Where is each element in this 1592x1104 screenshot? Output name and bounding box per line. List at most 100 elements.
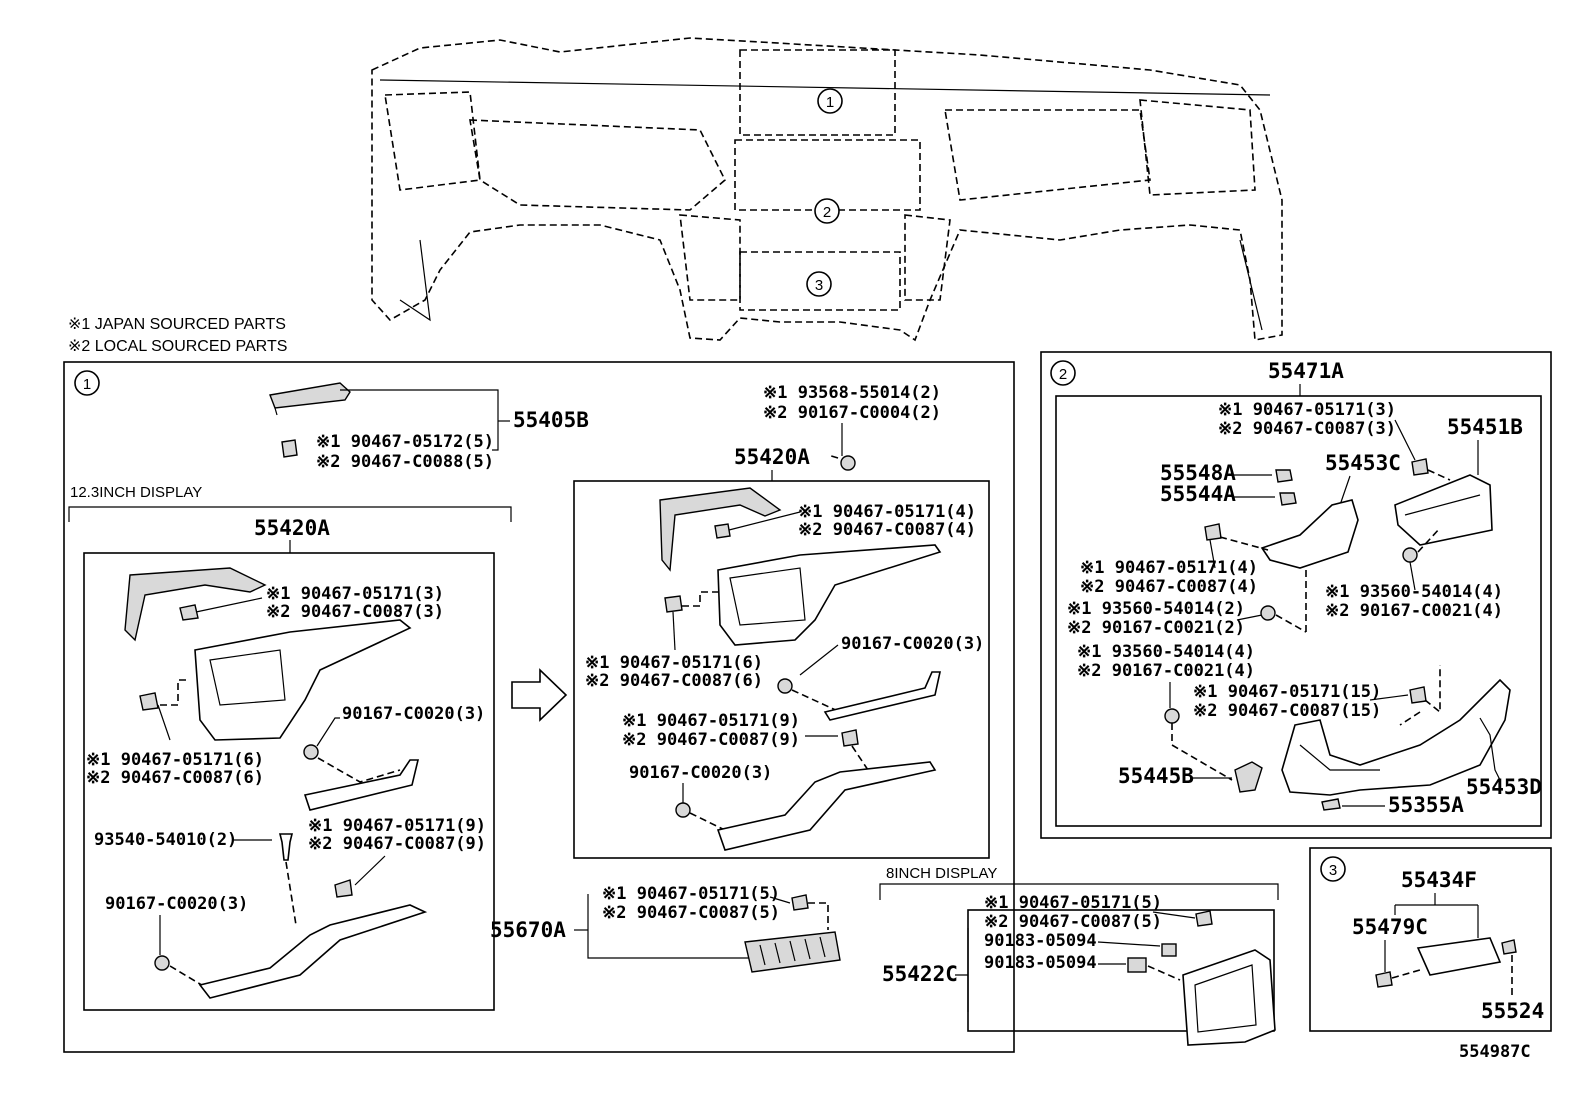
display8-nut-b: 90183-05094 — [984, 953, 1097, 973]
clip-left-b — [139, 692, 159, 711]
arrow-right-icon — [511, 668, 568, 722]
part-55355A — [1321, 798, 1341, 811]
cluster-panel-right — [717, 544, 942, 646]
clip-55405B-jp: ※1 90467-05172(5) — [316, 432, 494, 452]
top-screw — [840, 455, 856, 471]
panel-3: 3 55434F 55479C 55524 — [1309, 847, 1552, 1032]
clip-right-b-local: ※2 90467-C0087(6) — [585, 671, 763, 691]
p2-screw-c-jp: ※1 93560-54014(4) — [1077, 642, 1255, 662]
screw-right-a-label: 90167-C0020(3) — [841, 634, 984, 654]
clip-right-b — [664, 595, 683, 613]
clip-left-b-local: ※2 90467-C0087(6) — [86, 768, 264, 788]
panel-2-number: 2 — [1059, 366, 1067, 383]
label-55548A: 55548A — [1160, 461, 1236, 485]
title-55420A-left: 55420A — [254, 516, 330, 540]
clip-right-a — [714, 523, 731, 539]
pocket-55434F — [1416, 937, 1502, 976]
clip-55479C — [1375, 971, 1393, 988]
p2-clip-a-local: ※2 90467-C0087(3) — [1218, 419, 1396, 439]
clip-55405B — [281, 439, 298, 458]
trim-strip-right — [823, 671, 941, 721]
part-55524 — [1501, 939, 1517, 955]
panel-3-frame — [1309, 847, 1552, 1032]
p2-screw-c-local: ※2 90167-C0021(4) — [1077, 661, 1255, 681]
p2-screw-a-jp: ※1 93560-54014(2) — [1067, 599, 1245, 619]
p2-clip-b — [1204, 523, 1222, 541]
p2-screw-a — [1260, 605, 1276, 621]
clip-right-c-local: ※2 90467-C0087(9) — [622, 730, 800, 750]
box-55471A — [1055, 395, 1542, 827]
clip-left-c-local: ※2 90467-C0087(9) — [308, 834, 486, 854]
panel-3-number: 3 — [1329, 862, 1337, 879]
display8-nut-a: 90183-05094 — [984, 931, 1097, 951]
top-screw-jp: ※1 93568-55014(2) — [763, 383, 941, 403]
p2-clip-b-jp: ※1 90467-05171(4) — [1080, 558, 1258, 578]
screw-left-a-label: 90167-C0020(3) — [342, 704, 485, 724]
label-55524: 55524 — [1481, 999, 1544, 1023]
callout-circle-1 — [817, 88, 843, 114]
label-55670A: 55670A — [490, 918, 566, 942]
heading-8-inch: 8INCH DISPLAY — [886, 865, 997, 882]
vent-clip-jp: ※1 90467-05171(5) — [602, 884, 780, 904]
p2-screw-b-local: ※2 90167-C0021(4) — [1325, 601, 1503, 621]
label-55422C: 55422C — [882, 962, 958, 986]
clip-right-a-local: ※2 90467-C0087(4) — [798, 520, 976, 540]
panel-1: 1 55405B ※1 90467-05172(5) ※2 90467-C008… — [63, 361, 1279, 1053]
cluster-panel-left — [194, 619, 412, 741]
lower-panel-left — [198, 904, 428, 999]
screw-left-b-label: 90167-C0020(3) — [105, 894, 248, 914]
part-55548A — [1275, 469, 1293, 483]
clip-left-b-jp: ※1 90467-05171(6) — [86, 750, 264, 770]
screw-left-a — [303, 744, 319, 760]
label-55453C: 55453C — [1325, 451, 1401, 475]
p2-screw-b-jp: ※1 93560-54014(4) — [1325, 582, 1503, 602]
label-55479C: 55479C — [1352, 915, 1428, 939]
vent-clip-local: ※2 90467-C0087(5) — [602, 903, 780, 923]
display8-clip-jp: ※1 90467-05171(5) — [984, 893, 1162, 913]
p2-clip-c-jp: ※1 90467-05171(15) — [1193, 682, 1381, 702]
screw-right-a — [777, 678, 793, 694]
p2-clip-a-jp: ※1 90467-05171(3) — [1218, 400, 1396, 420]
label-55451B: 55451B — [1447, 415, 1523, 439]
panel-1-number: 1 — [83, 376, 91, 393]
clip-55405B-local: ※2 90467-C0088(5) — [316, 452, 494, 472]
callout-number-3: 3 — [815, 277, 823, 294]
callout-number-1: 1 — [826, 94, 834, 111]
p2-screw-a-local: ※2 90167-C0021(2) — [1067, 618, 1245, 638]
screw-93540-label: 93540-54010(2) — [94, 830, 237, 850]
box-55420A-12inch — [83, 552, 495, 1011]
p2-clip-c-local: ※2 90467-C0087(15) — [1193, 701, 1381, 721]
title-55420A-right: 55420A — [734, 445, 810, 469]
diagram-code: 554987C — [1459, 1042, 1531, 1062]
screw-93540 — [278, 833, 294, 861]
dashboard-overview: 1 2 3 — [371, 37, 1283, 342]
p2-clip-a — [1411, 458, 1429, 476]
p2-clip-b-local: ※2 90467-C0087(4) — [1080, 577, 1258, 597]
screw-left-b — [154, 955, 170, 971]
label-55544A: 55544A — [1160, 482, 1236, 506]
clip-left-a-jp: ※1 90467-05171(3) — [266, 584, 444, 604]
upper-panel-right — [659, 487, 782, 572]
nut-a — [1161, 943, 1177, 957]
box-55420A-8inch — [573, 480, 990, 859]
lower-panel-55453D — [1281, 678, 1511, 796]
callout-circle-3 — [806, 271, 832, 297]
panel-1-frame — [63, 361, 1015, 1053]
label-55445B: 55445B — [1118, 764, 1194, 788]
callout-circle-2 — [814, 198, 840, 224]
title-55434F: 55434F — [1401, 868, 1477, 892]
clip-left-a-local: ※2 90467-C0087(3) — [266, 602, 444, 622]
display8-clip — [1195, 910, 1213, 927]
part-55544A — [1279, 492, 1297, 506]
clip-right-a-jp: ※1 90467-05171(4) — [798, 502, 976, 522]
p2-screw-b — [1402, 547, 1418, 563]
note-local-sourced: ※2 LOCAL SOURCED PARTS — [68, 338, 287, 355]
note-japan-sourced: ※1 JAPAN SOURCED PARTS — [68, 316, 286, 333]
part-55445B — [1234, 761, 1263, 793]
clip-left-c-jp: ※1 90467-05171(9) — [308, 816, 486, 836]
panel-2-frame — [1040, 351, 1552, 839]
label-55453D: 55453D — [1466, 775, 1542, 799]
panel-1-circle — [74, 370, 100, 396]
